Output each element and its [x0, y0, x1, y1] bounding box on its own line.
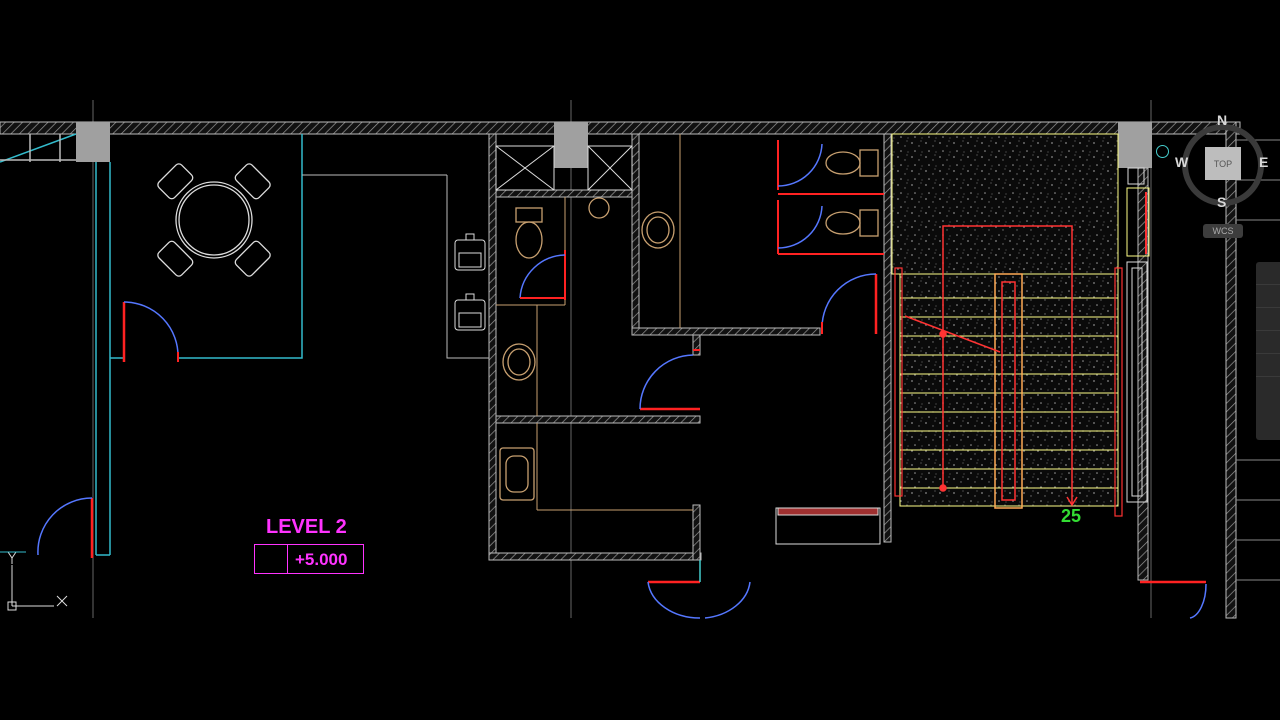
- stair-direction-arrow: [904, 225, 1078, 507]
- stair-handrail: [894, 267, 1123, 517]
- compass-east[interactable]: E: [1259, 154, 1269, 170]
- door-left: [37, 497, 94, 558]
- door-dining: [122, 301, 179, 362]
- navigation-bar[interactable]: [1256, 262, 1280, 440]
- dining-table: [157, 163, 271, 277]
- toilet-doors: [519, 140, 884, 411]
- structural-columns: [76, 122, 1152, 168]
- compass-west[interactable]: W: [1175, 154, 1189, 170]
- zoom-extents-button[interactable]: [1256, 308, 1280, 331]
- left-wall: [0, 133, 111, 556]
- level-elevation-box: +5.000: [254, 544, 364, 574]
- level-elevation-cell: [255, 545, 288, 573]
- door-bottom: [647, 560, 751, 619]
- door-right: [1140, 580, 1207, 619]
- stair-count-label: 25: [1061, 506, 1082, 526]
- ucs-icon: [0, 551, 68, 611]
- wc-fixtures: [499, 149, 879, 501]
- orbit-button[interactable]: [1256, 331, 1280, 354]
- shaft-boxes: [495, 145, 633, 191]
- toilet-block-walls: [488, 133, 892, 561]
- stair-landing: [891, 133, 1119, 275]
- compass-north[interactable]: N: [1217, 112, 1228, 128]
- exterior-wall-right: [1225, 121, 1237, 619]
- bench-counter: [775, 507, 881, 545]
- showmotion-button[interactable]: [1256, 354, 1280, 377]
- dining-room: [110, 134, 490, 359]
- compass-ring[interactable]: [1182, 124, 1264, 206]
- stair-treads: [900, 297, 1118, 489]
- viewcube-top-face[interactable]: TOP: [1205, 147, 1241, 180]
- home-view-icon[interactable]: [1156, 145, 1169, 158]
- viewcube[interactable]: N S W E TOP WCS: [1156, 108, 1280, 240]
- stair-side-details: [1126, 167, 1150, 503]
- compass-south[interactable]: S: [1217, 194, 1227, 210]
- stair-flight: [899, 273, 1119, 507]
- exterior-wall-top: [0, 121, 1241, 135]
- pan-button[interactable]: [1256, 285, 1280, 308]
- corridor-fixtures: [454, 233, 486, 331]
- level-elevation-value: +5.000: [295, 550, 348, 569]
- level-title: LEVEL 2: [266, 516, 347, 538]
- wcs-menu-button[interactable]: WCS: [1203, 224, 1243, 238]
- full-navigation-wheel-button[interactable]: [1256, 262, 1280, 285]
